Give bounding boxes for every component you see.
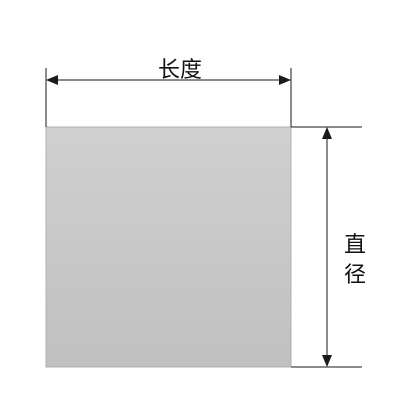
cylinder-body — [45, 126, 292, 368]
diameter-label-bottom: 径 — [344, 263, 366, 288]
length-label: 长度 — [158, 58, 202, 83]
diameter-label-top: 直 — [344, 233, 366, 258]
